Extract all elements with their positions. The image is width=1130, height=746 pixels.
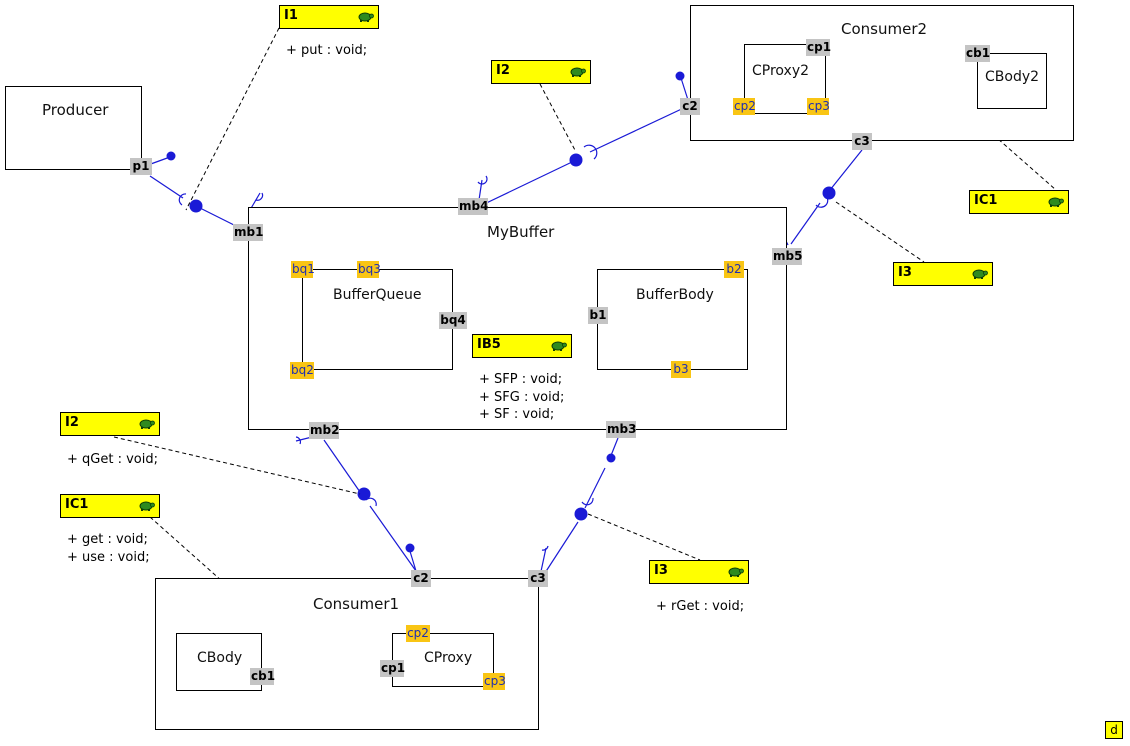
component-title: CProxy2	[752, 63, 810, 79]
port-bq2[interactable]: bq2	[290, 362, 314, 379]
interface-note-i1[interactable]: I1	[279, 5, 379, 29]
component-title: Producer	[42, 101, 109, 119]
note-label: I2	[496, 63, 510, 78]
bufferqueue-component[interactable]: BufferQueue	[302, 269, 453, 370]
turtle-icon	[1048, 197, 1064, 207]
turtle-icon	[139, 501, 155, 511]
note-label: I3	[654, 563, 668, 578]
port-p1[interactable]: p1	[130, 158, 152, 175]
note-operations: + rGet : void;	[656, 599, 745, 614]
interface-note-i3[interactable]: I3	[893, 262, 993, 286]
note-label: IB5	[477, 337, 501, 352]
port-cp3[interactable]: cp3	[807, 98, 830, 115]
port-bq4[interactable]: bq4	[439, 312, 467, 329]
port-mb1[interactable]: mb1	[233, 224, 264, 241]
turtle-icon	[972, 269, 988, 279]
note-operations: + qGet : void;	[67, 452, 158, 467]
component-title: BufferBody	[636, 287, 714, 303]
port-b2[interactable]: b2	[724, 261, 744, 278]
note-operations: + put : void;	[286, 43, 368, 58]
turtle-icon	[570, 67, 586, 77]
component-title: BufferQueue	[333, 287, 422, 303]
component-title: CBody2	[985, 69, 1040, 85]
component-title: CBody	[197, 650, 243, 666]
turtle-icon	[728, 567, 744, 577]
d-button[interactable]: d	[1105, 721, 1123, 739]
note-label: IC1	[65, 497, 89, 512]
note-label: I3	[898, 265, 912, 280]
note-label: IC1	[974, 193, 998, 208]
port-c2[interactable]: c2	[411, 570, 431, 587]
port-mb5[interactable]: mb5	[772, 248, 803, 265]
port-c2[interactable]: c2	[680, 98, 700, 115]
interface-note-i3[interactable]: I3	[649, 560, 749, 584]
component-title: CProxy	[424, 650, 473, 666]
note-operations: + get : void; + use : void;	[67, 532, 150, 565]
port-cb1[interactable]: cb1	[965, 45, 991, 62]
turtle-icon	[358, 12, 374, 22]
port-b1[interactable]: b1	[588, 307, 608, 324]
note-label: I1	[284, 8, 298, 23]
port-cp1[interactable]: cp1	[806, 39, 832, 56]
port-cp3[interactable]: cp3	[483, 673, 506, 690]
port-mb3[interactable]: mb3	[606, 421, 637, 438]
port-cb1[interactable]: cb1	[250, 668, 276, 685]
interface-note-ic1[interactable]: IC1	[60, 494, 160, 518]
note-label: I2	[65, 415, 79, 430]
port-bq3[interactable]: bq3	[357, 261, 381, 278]
note-operations: + SFP : void; + SFG : void; + SF : void;	[479, 372, 565, 422]
port-cp1[interactable]: cp1	[380, 660, 406, 677]
interface-note-ib5[interactable]: IB5	[472, 334, 572, 358]
cbody-component[interactable]: CBody	[176, 633, 262, 691]
port-b3[interactable]: b3	[671, 361, 691, 378]
producer-component[interactable]: Producer	[5, 86, 142, 170]
cproxy-component[interactable]: CProxy	[392, 633, 494, 687]
port-c3[interactable]: c3	[528, 570, 548, 587]
component-title: Consumer2	[841, 20, 928, 38]
turtle-icon	[551, 341, 567, 351]
bufferbody-component[interactable]: BufferBody	[597, 269, 748, 370]
component-title: Consumer1	[313, 595, 400, 613]
cbody2-component[interactable]: CBody2	[977, 53, 1047, 109]
port-mb4[interactable]: mb4	[458, 198, 489, 215]
port-c3[interactable]: c3	[852, 133, 872, 150]
turtle-icon	[139, 419, 155, 429]
port-cp2[interactable]: cp2	[733, 98, 756, 115]
interface-note-i2[interactable]: I2	[491, 60, 591, 84]
port-cp2[interactable]: cp2	[406, 625, 430, 642]
port-mb2[interactable]: mb2	[309, 422, 340, 439]
component-title: MyBuffer	[487, 223, 555, 241]
interface-note-i2[interactable]: I2	[60, 412, 160, 436]
interface-note-ic1[interactable]: IC1	[969, 190, 1069, 214]
port-bq1[interactable]: bq1	[291, 261, 315, 278]
